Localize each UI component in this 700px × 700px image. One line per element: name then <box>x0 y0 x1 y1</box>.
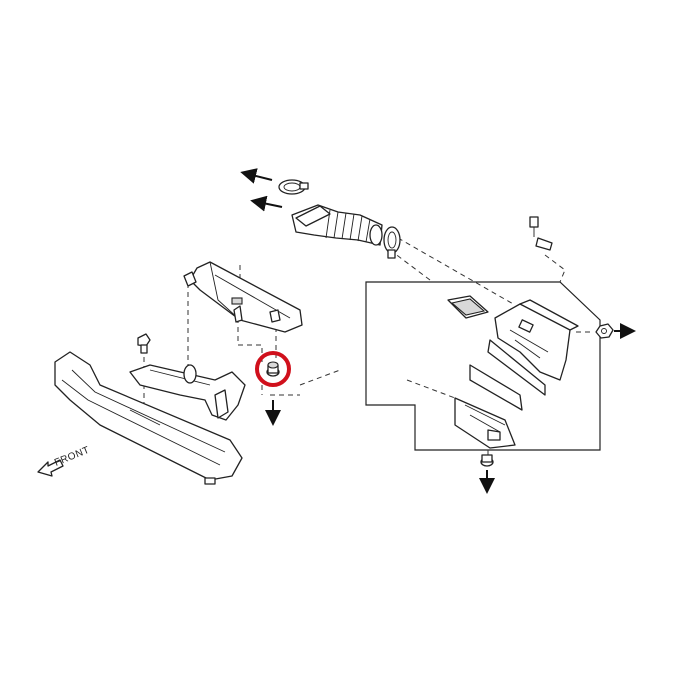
nut-right <box>595 323 614 339</box>
bolt-left <box>137 333 151 354</box>
grommet-bottom <box>480 454 494 467</box>
air-duct-hose <box>291 204 383 246</box>
highlight-ring <box>255 351 291 387</box>
arrow-left-lower <box>250 195 283 212</box>
radiator-core-support <box>54 351 243 485</box>
direction-arrows <box>240 168 636 494</box>
hose-clamp-left <box>278 179 309 195</box>
highlighted-grommet[interactable] <box>266 361 280 377</box>
front-arrow-icon <box>37 459 64 477</box>
sensor-bolt <box>529 216 553 251</box>
front-label: FRONT <box>53 445 91 469</box>
arrow-left-upper <box>240 168 273 184</box>
front-indicator: FRONT <box>37 445 91 477</box>
hose-clamp-right <box>383 226 401 259</box>
air-cleaner-frame <box>365 281 601 451</box>
air-inlet-duct <box>183 261 303 333</box>
air-cleaner-body <box>447 295 579 449</box>
resonator-bracket <box>129 364 246 421</box>
